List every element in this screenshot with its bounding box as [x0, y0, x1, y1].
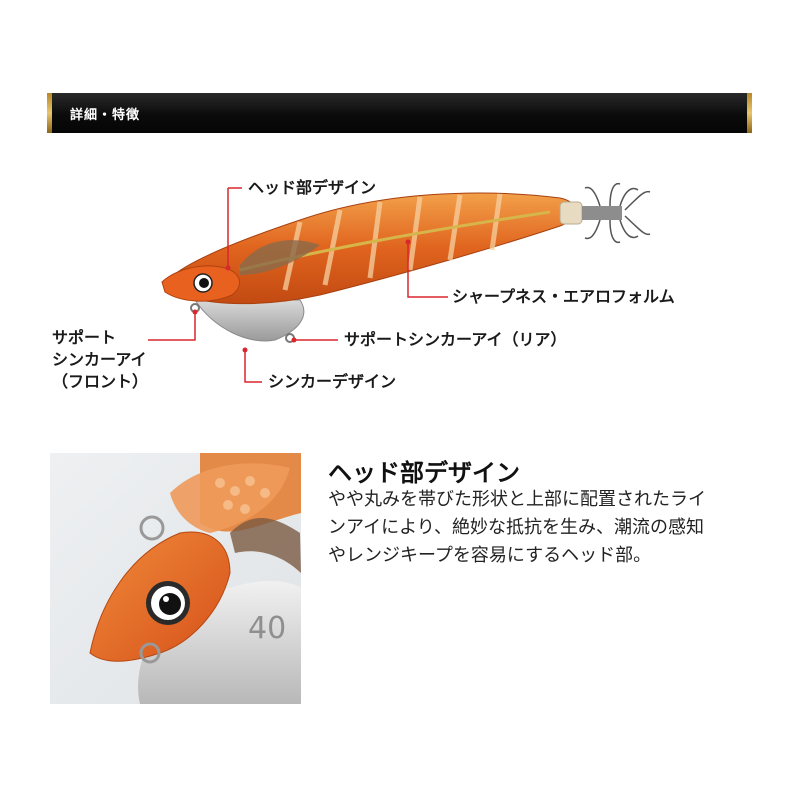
feature-description: やや丸みを帯びた形状と上部に配置されたライ ンアイにより、絶妙な抵抗を生み、潮流… [328, 486, 758, 570]
callout-support-front: サポート シンカーアイ （フロント） [52, 328, 148, 392]
lure-diagram: ヘッド部デザイン シャープネス・エアロフォルム サポート シンカーアイ （フロン… [0, 150, 800, 410]
callout-support-rear: サポートシンカーアイ（リア） [344, 330, 567, 349]
head-closeup-illustration: 40 [50, 453, 301, 704]
feature-description-line: やや丸みを帯びた形状と上部に配置されたライ [328, 489, 706, 510]
feature-description-line: ンアイにより、絶妙な抵抗を生み、潮流の感知 [328, 517, 705, 538]
gold-accent-right [747, 93, 752, 133]
callout-support-front-line3: （フロント） [52, 372, 149, 391]
callout-sinker-design: シンカーデザイン [268, 372, 397, 391]
callout-support-front-line2: シンカーアイ [52, 350, 147, 369]
callout-support-front-line1: サポート [52, 328, 117, 347]
gold-accent-left [47, 93, 52, 133]
section-header-bar: 詳細・特徴 [47, 93, 752, 133]
lure-illustration [148, 182, 651, 383]
sinker-weight-mark: 40 [248, 611, 286, 646]
callout-head-design: ヘッド部デザイン [248, 178, 377, 197]
feature-description-line: やレンジキープを容易にするヘッド部。 [328, 545, 652, 566]
callout-sharpness: シャープネス・エアロフォルム [452, 287, 675, 306]
section-title: 詳細・特徴 [70, 108, 141, 123]
feature-title: ヘッド部デザイン [328, 459, 520, 487]
head-closeup-photo: 40 [50, 453, 301, 704]
